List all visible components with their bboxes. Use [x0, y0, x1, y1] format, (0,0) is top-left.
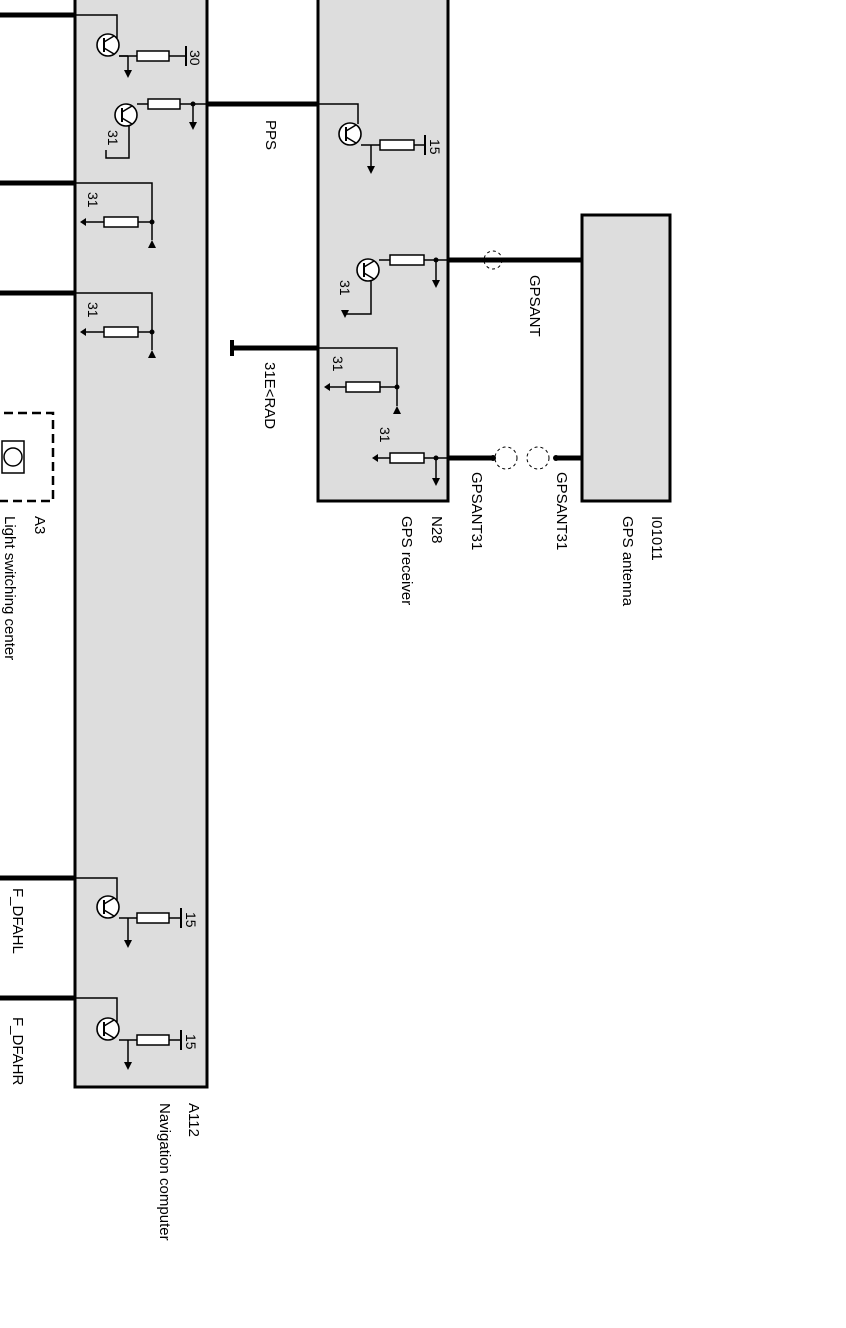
shield-gpsant31-1	[494, 446, 518, 470]
gps-pin-31-a: 31	[337, 280, 353, 296]
gps-resistor-2	[372, 452, 448, 486]
gps-receiver-code: N28	[428, 516, 445, 544]
nav-pin-15-b: 15	[183, 1034, 199, 1050]
nav-pin-31-c: 31	[85, 302, 101, 318]
gps-pin-15: 15	[427, 139, 443, 155]
signal-gpsant31-antenna: GPSANT31	[553, 472, 570, 550]
nav-pin-31-b: 31	[85, 192, 101, 208]
signal-gpsant31-receiver: GPSANT31	[468, 472, 485, 550]
gps-transistor-2	[341, 254, 448, 318]
connector-dot-1	[490, 455, 496, 461]
signal-f-dfahr: F_DFAHR	[9, 1017, 26, 1086]
gps-pin-31-b: 31	[330, 356, 346, 372]
nav-transistor-2	[105, 98, 207, 159]
nav-pin-15-a: 15	[183, 912, 199, 928]
gps-transistor-1	[318, 103, 426, 174]
signal-31e-rad: 31E<RAD	[261, 362, 278, 429]
light-switching-center-code: A3	[31, 516, 48, 534]
gps-receiver-box	[316, 0, 450, 503]
light-switching-center-coil	[3, 447, 23, 467]
light-switching-center-symbol	[1, 440, 25, 474]
light-switching-center-name: Light switching center	[1, 516, 18, 660]
gps-antenna-box	[580, 213, 672, 503]
shield-gpsant31-2	[526, 446, 550, 470]
gps-resistor-1	[318, 347, 401, 414]
nav-pin-30: 30	[187, 50, 203, 66]
signal-pps: PPS	[262, 120, 279, 150]
light-switching-center-box	[0, 411, 55, 503]
nav-resistor-1	[75, 182, 156, 248]
nav-transistor-4	[75, 997, 182, 1070]
shield-gpsant	[483, 250, 503, 270]
nav-transistor-3	[75, 877, 182, 948]
nav-computer-name: Navigation computer	[156, 1103, 173, 1241]
signal-gpsant: GPSANT	[526, 275, 543, 337]
gps-receiver-name: GPS receiver	[398, 516, 415, 605]
connector-dot-2	[553, 455, 559, 461]
signal-f-dfahl: F_DFAHL	[9, 888, 26, 954]
gps-pin-31-c: 31	[377, 427, 393, 443]
nav-resistor-2	[75, 292, 156, 358]
nav-transistor-1	[75, 14, 187, 78]
nav-computer-code: A112	[185, 1103, 202, 1137]
nav-pin-31-a: 31	[105, 130, 121, 146]
gps-antenna-code: I01011	[648, 516, 665, 561]
gps-antenna-name: GPS antenna	[619, 516, 636, 607]
